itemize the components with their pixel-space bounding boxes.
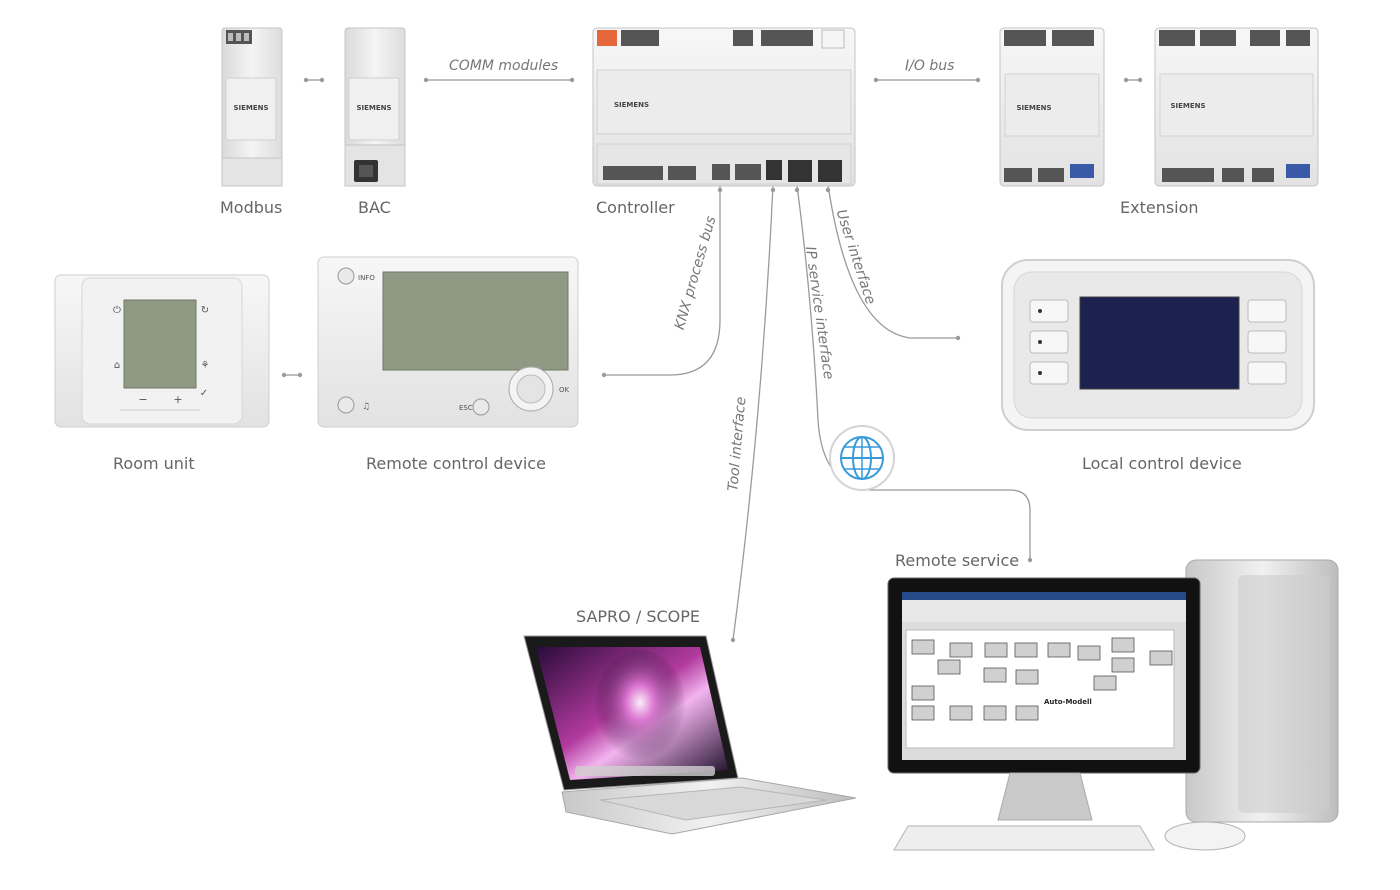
local-control-panel [1001,259,1315,431]
room-unit-label: Room unit [113,454,195,473]
modbus-module: SIEMENS [221,27,283,187]
remote-control-panel: INFO ♫ ESC OK [317,256,579,428]
connector-lines [284,79,1140,641]
bac-module: SIEMENS [344,27,406,187]
controller-module: SIEMENS [592,27,856,187]
remote-esc-label: ESC [459,404,473,412]
monitor-flow-blocks [911,637,1173,721]
svg-text:✓: ✓ [200,388,208,399]
extension-module-small: SIEMENS [999,27,1105,187]
svg-text:⚘: ⚘ [201,360,210,371]
modbus-brand: SIEMENS [233,104,268,112]
extension-module-large: SIEMENS [1154,27,1319,187]
remote-control-device-label: Remote control device [366,454,546,473]
remote-info-label: INFO [358,274,375,282]
controller-label: Controller [596,198,675,217]
extension-label: Extension [1120,198,1199,217]
remote-ok-label: OK [559,386,570,394]
laptop-computer [523,635,857,835]
globe-icon [829,425,895,491]
svg-text:♫: ♫ [362,402,370,412]
room-unit-device: ⏻ ↻ ⌂ ⚘ − + ✓ [54,274,270,428]
extension-small-brand: SIEMENS [1016,104,1051,112]
knx-process-bus-line [604,185,721,376]
svg-text:↻: ↻ [201,305,209,316]
extension-large-brand: SIEMENS [1170,102,1205,110]
svg-text:⌂: ⌂ [114,360,120,371]
bac-brand: SIEMENS [356,104,391,112]
connector-dots [281,77,1143,643]
user-interface-line [827,184,958,339]
svg-text:−: − [138,393,147,406]
modbus-label: Modbus [220,198,283,217]
ip-service-interface-line [796,184,1031,560]
remote-service-label: Remote service [895,551,1020,570]
comm-modules-label: COMM modules [449,58,559,74]
svg-text:+: + [173,393,182,406]
controller-brand: SIEMENS [614,101,649,109]
io-bus-label: I/O bus [905,58,955,74]
bac-label: BAC [358,198,391,217]
monitor-model-label: Auto-Modell [1044,698,1092,706]
sapro-scope-label: SAPRO / SCOPE [576,607,700,626]
desktop-workstation: Auto-Modell [887,559,1339,851]
svg-text:⏻: ⏻ [113,305,121,316]
tool-interface-line [732,184,774,641]
local-control-device-label: Local control device [1082,454,1242,473]
